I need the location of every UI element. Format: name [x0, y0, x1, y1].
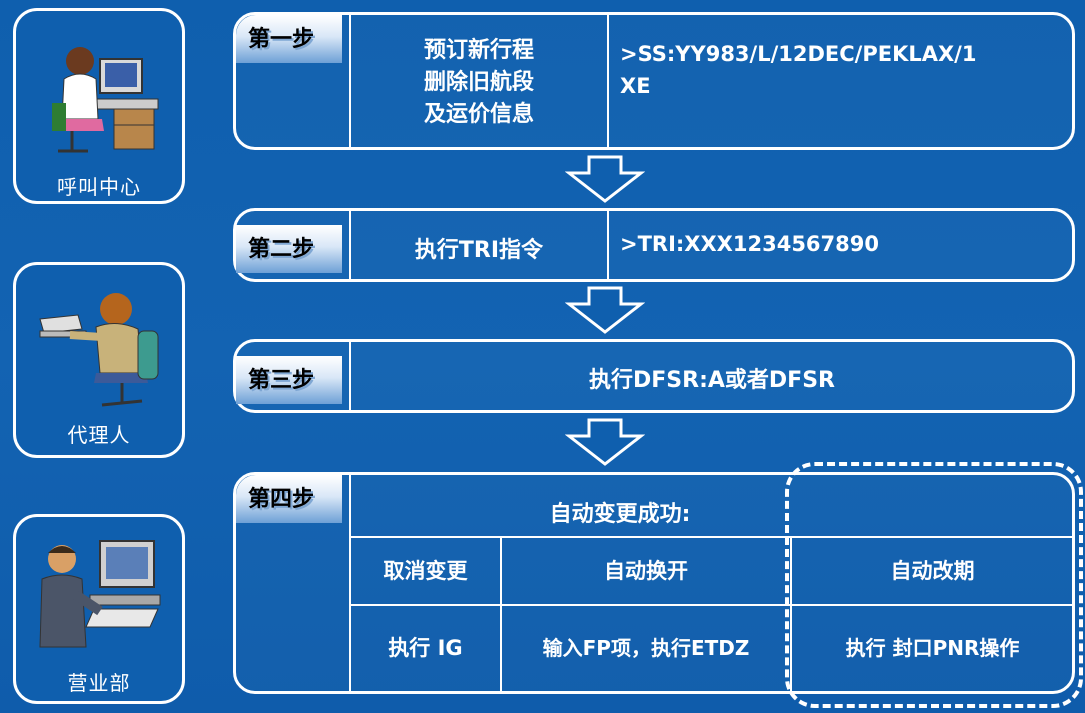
step1-badge: 第一步: [236, 15, 342, 63]
step2-badge: 第二步: [236, 225, 342, 273]
step3-action: 执行DFSR:A或者DFSR: [589, 368, 835, 393]
step4-divider-badge: [349, 475, 351, 691]
step1-panel: [233, 12, 1075, 150]
step3-divider: [349, 342, 351, 410]
step2-action: 执行TRI指令: [414, 238, 544, 263]
step4-badge: 第四步: [236, 475, 342, 523]
step1-action-line1: 预订新行程: [423, 38, 534, 63]
call-center-operator-icon: [52, 47, 159, 153]
step4-col3-title: 自动改期: [890, 559, 975, 583]
step3-panel: [233, 339, 1075, 413]
step1-command-line2: XE: [620, 74, 651, 98]
step1-command-line1: >SS:YY983/L/12DEC/PEKLAX/1: [620, 42, 977, 66]
call-center-box: 呼叫中心: [13, 8, 185, 204]
step4-col3-action: 执行 封口PNR操作: [845, 636, 1020, 660]
step2-panel: [233, 208, 1075, 282]
down-arrow-icon: [565, 155, 645, 203]
step4-row-line-2: [351, 604, 1073, 606]
step2-command: >TRI:XXX1234567890: [620, 232, 879, 256]
step1-action-line2: 删除旧航段: [423, 70, 534, 95]
step4-header: 自动变更成功:: [549, 502, 691, 527]
sales-office-box: 营业部: [13, 514, 185, 704]
agent-box: 代理人: [13, 262, 185, 458]
sales-office-label: 营业部: [67, 671, 131, 695]
step1-divider-b: [607, 15, 609, 147]
step4-col2-title: 自动换开: [604, 559, 688, 583]
auto-reschedule-highlight: [785, 462, 1083, 708]
down-arrow-icon: [565, 286, 645, 334]
step4-panel: [233, 472, 1075, 694]
call-center-label: 呼叫中心: [57, 175, 141, 199]
step1-action-line3: 及运价信息: [423, 102, 534, 127]
step4-col-divider-b: [790, 538, 792, 691]
agent-label: 代理人: [67, 423, 131, 447]
step4-col-divider-a: [500, 538, 502, 691]
step4-col1-action: 执行 IG: [388, 636, 463, 660]
step4-col2-action: 输入FP项，执行ETDZ: [542, 636, 750, 660]
step2-divider-b: [607, 211, 609, 279]
agent-at-laptop-icon: [39, 293, 159, 407]
step3-badge: 第三步: [236, 356, 342, 404]
step4-row-line-1: [351, 536, 1073, 538]
step1-divider-a: [349, 15, 351, 147]
sales-office-worker-icon: [39, 540, 161, 648]
down-arrow-icon: [565, 418, 645, 466]
step4-col1-title: 取消变更: [383, 559, 468, 583]
step2-divider-a: [349, 211, 351, 279]
